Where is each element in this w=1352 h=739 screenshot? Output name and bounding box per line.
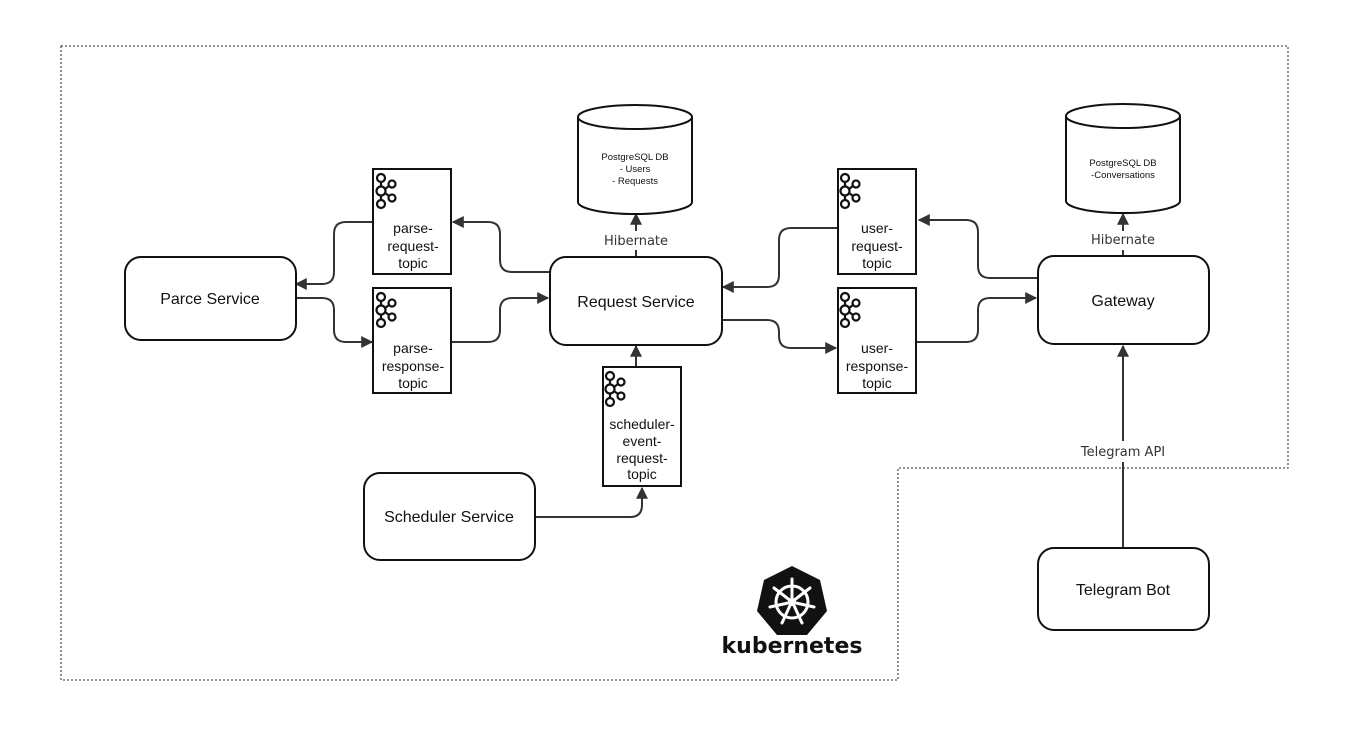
parse-response-topic-node[interactable]: parse- response- topic [372, 287, 452, 394]
edge-gateway-to-user-request [917, 214, 1038, 279]
db1-line-2: - Users [620, 164, 651, 175]
kubernetes-wordmark: kubernetes [722, 634, 863, 659]
db2-line-1: PostgreSQL DB [1089, 158, 1156, 169]
parce-service-label: Parce Service [160, 291, 260, 308]
user-request-topic-line-3: topic [862, 255, 892, 271]
user-response-topic-node[interactable]: user- response- topic [837, 287, 917, 394]
user-response-topic-line-1: user- [861, 340, 893, 356]
scheduler-service-label: Scheduler Service [384, 509, 514, 526]
edge-parse-response-to-request [451, 292, 550, 343]
user-response-topic-line-3: topic [862, 375, 892, 391]
telegram-bot-label: Telegram Bot [1076, 582, 1171, 599]
db1-line-1: PostgreSQL DB [601, 152, 668, 163]
hibernate-label-gateway: Hibernate [1091, 233, 1155, 248]
kubernetes-icon [757, 566, 827, 635]
scheduler-topic-line-3: request- [616, 450, 668, 466]
db2-line-2: -Conversations [1091, 170, 1155, 181]
edge-parce-to-parse-response [296, 297, 374, 348]
kubernetes-cluster-boundary [60, 45, 1289, 681]
user-request-topic-node[interactable]: user- request- topic [837, 168, 917, 275]
parse-request-topic-line-2: request- [387, 238, 439, 254]
edge-user-request-to-request [721, 227, 838, 293]
postgres-db-conversations[interactable]: PostgreSQL DB -Conversations [1065, 103, 1181, 214]
scheduler-topic-line-2: event- [623, 433, 662, 449]
kubernetes-logo: kubernetes [722, 566, 863, 659]
hibernate-label-request: Hibernate [604, 234, 668, 249]
parse-request-topic-line-3: topic [398, 255, 428, 271]
scheduler-service-node[interactable]: Scheduler Service [363, 472, 536, 561]
parse-request-topic-node[interactable]: parse- request- topic [372, 168, 452, 275]
scheduler-topic-line-1: scheduler- [609, 416, 675, 432]
request-service-label: Request Service [577, 294, 694, 311]
parse-response-topic-line-3: topic [398, 375, 428, 391]
request-service-node[interactable]: Request Service [549, 256, 723, 346]
parse-response-topic-line-2: response- [382, 358, 445, 374]
telegram-api-label: Telegram API [1080, 445, 1165, 460]
user-request-topic-line-1: user- [861, 220, 893, 236]
gateway-label: Gateway [1091, 293, 1154, 310]
edge-request-to-user-response [722, 319, 838, 354]
postgres-db-users-requests[interactable]: PostgreSQL DB - Users - Requests [577, 104, 693, 215]
gateway-node[interactable]: Gateway [1037, 255, 1210, 345]
db1-line-3: - Requests [612, 176, 658, 187]
parse-response-topic-line-1: parse- [393, 340, 433, 356]
edge-user-response-to-gateway [917, 292, 1038, 343]
edge-parse-request-to-parce [294, 221, 374, 290]
edges [294, 212, 1129, 548]
parce-service-node[interactable]: Parce Service [124, 256, 297, 341]
parse-request-topic-line-1: parse- [393, 220, 433, 236]
scheduler-event-request-topic-node[interactable]: scheduler- event- request- topic [602, 366, 682, 487]
edge-request-to-parse-request [451, 216, 550, 273]
user-request-topic-line-2: request- [851, 238, 903, 254]
user-response-topic-line-2: response- [846, 358, 909, 374]
edge-scheduler-to-topic [535, 486, 648, 518]
scheduler-topic-line-4: topic [627, 466, 657, 482]
telegram-bot-node[interactable]: Telegram Bot [1037, 547, 1210, 631]
